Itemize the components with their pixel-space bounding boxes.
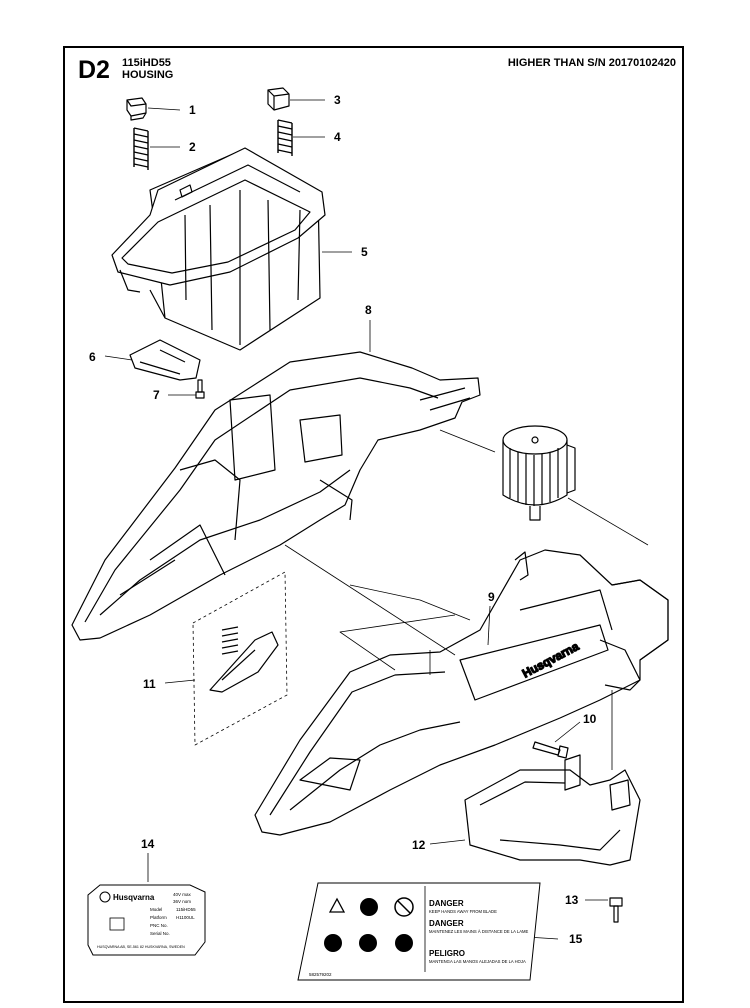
model-title: 115iHD55 HOUSING <box>122 57 173 81</box>
husqvarna-crown-icon <box>99 891 111 903</box>
rating-model-key: Model <box>150 907 162 912</box>
warning-triangle-icon <box>328 897 346 913</box>
rating-platform-val: H1100UL <box>176 915 195 920</box>
section-code: D2 <box>78 56 110 84</box>
part-11-switch <box>192 571 288 746</box>
leader-lines <box>104 99 649 940</box>
callout-7: 7 <box>153 388 160 402</box>
callout-13: 13 <box>565 893 579 907</box>
callout-2: 2 <box>189 140 196 154</box>
danger-fr: DANGER <box>429 919 464 928</box>
callout-numbers: 1 2 3 4 5 6 7 8 9 10 11 12 13 14 15 <box>89 93 597 946</box>
warning-text-fr: MAINTENEZ LES MAINS À DISTANCE DE LA LAM… <box>429 929 528 934</box>
rating-pnc-key: PNC No. <box>150 923 168 928</box>
rating-footer: HUSQVARNA AB, SE-561 82 HUSKVARNA, SWEDE… <box>97 945 185 949</box>
callout-3: 3 <box>334 93 341 107</box>
boots-icon <box>395 934 413 952</box>
read-manual-icon <box>360 898 378 916</box>
ul-mark-icon <box>109 917 125 931</box>
part-1-button <box>126 97 147 121</box>
rating-model-val: 115iHD55 <box>176 907 196 912</box>
callout-10: 10 <box>583 712 597 726</box>
part-9-housing-half <box>254 549 669 836</box>
rating-serial-key: Serial No. <box>150 931 170 936</box>
callout-5: 5 <box>361 245 368 259</box>
callout-4: 4 <box>334 130 341 144</box>
callout-14: 14 <box>141 837 155 851</box>
callout-6: 6 <box>89 350 96 364</box>
peligro-es: PELIGRO <box>429 949 465 958</box>
danger-en: DANGER <box>429 899 464 908</box>
diagram-frame <box>63 46 684 1003</box>
part-7-screw <box>195 379 205 399</box>
gloves-icon <box>359 934 377 952</box>
part-13-screw <box>609 897 623 923</box>
serial-note: HIGHER THAN S/N 20170102420 <box>507 57 676 69</box>
warning-text-es: MANTENGA LAS MANOS ALEJADAS DE LA HOJA <box>429 959 526 964</box>
part-6-cover <box>129 339 201 381</box>
no-hands-icon <box>394 897 414 917</box>
part-2-spring <box>133 127 149 170</box>
part-3-button <box>267 87 290 111</box>
rating-volts-max: 40V max <box>173 892 192 897</box>
motor <box>502 425 576 521</box>
warning-part-no: 582579202 <box>309 972 332 977</box>
callout-8: 8 <box>365 303 372 317</box>
callout-11: 11 <box>143 677 156 691</box>
part-10-screw <box>532 741 569 759</box>
model-number: 115iHD55 <box>122 57 171 69</box>
callout-12: 12 <box>412 838 426 852</box>
part-5-battery-compartment <box>111 147 326 351</box>
rating-volts-nom: 36V nom <box>173 899 191 904</box>
rating-platform-key: Platform <box>150 915 167 920</box>
section-title: HOUSING <box>122 69 174 81</box>
callout-15: 15 <box>569 932 583 946</box>
part-12-base <box>464 754 641 866</box>
part-4-spring <box>277 119 293 156</box>
eye-ear-protection-icon <box>324 934 342 952</box>
warning-text-en: KEEP HANDS AWAY FROM BLADE <box>429 909 497 914</box>
part-14-rating-label: Husqvarna 40V max 36V nom Model 115iHD55… <box>87 884 206 956</box>
part-15-warning-label: DANGER KEEP HANDS AWAY FROM BLADE DANGER… <box>297 882 541 981</box>
callout-1: 1 <box>189 103 196 117</box>
rating-brand: Husqvarna <box>113 893 155 902</box>
part-8-housing-half <box>71 351 481 641</box>
callout-9: 9 <box>488 590 495 604</box>
